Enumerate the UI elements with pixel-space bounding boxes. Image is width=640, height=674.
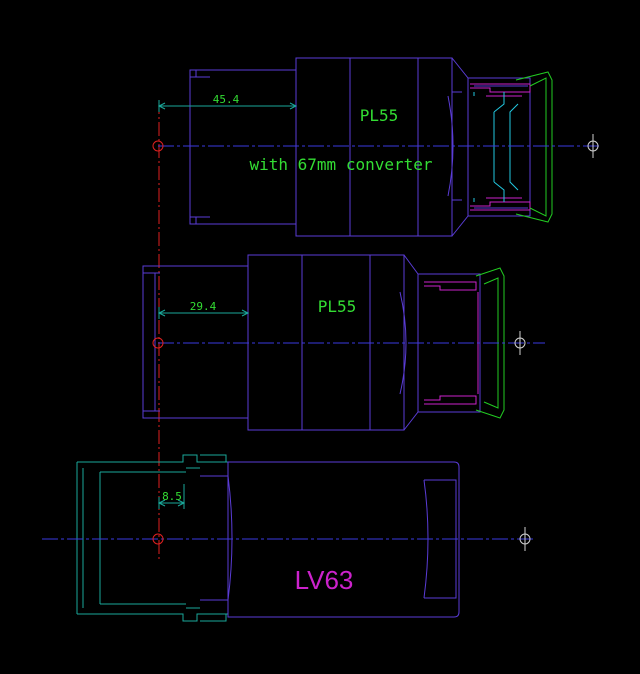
lens-pl55-converter-magenta	[470, 83, 531, 211]
lens-label-pl55: PL55	[318, 297, 357, 316]
dimension-45-4	[157, 100, 298, 112]
end-marker-3	[519, 527, 531, 551]
end-marker-1	[587, 134, 599, 158]
lens-label-lv63: LV63	[295, 565, 354, 595]
datum-marker-3	[152, 533, 164, 545]
dimension-label-29-4: 29.4	[190, 300, 217, 313]
lens-pl55-converter	[189, 57, 531, 237]
lens-pl55-converter-cyan	[473, 92, 519, 202]
datum-marker-2	[152, 337, 164, 349]
lens-lv63-teal-front	[200, 454, 227, 622]
dimension-8-5	[157, 484, 186, 509]
lens-pl55-converter-green-eyecup	[515, 71, 553, 223]
dimension-29-4	[157, 307, 250, 319]
dimension-label-45-4: 45.4	[213, 93, 240, 106]
dimension-label-8-5: 8.5	[162, 490, 182, 503]
lens-label-pl55-top: PL55	[360, 106, 399, 125]
datum-marker-1	[152, 140, 164, 152]
end-marker-2	[514, 331, 526, 355]
lens-lv63-teal	[76, 454, 228, 622]
converter-note: with 67mm converter	[249, 155, 432, 174]
